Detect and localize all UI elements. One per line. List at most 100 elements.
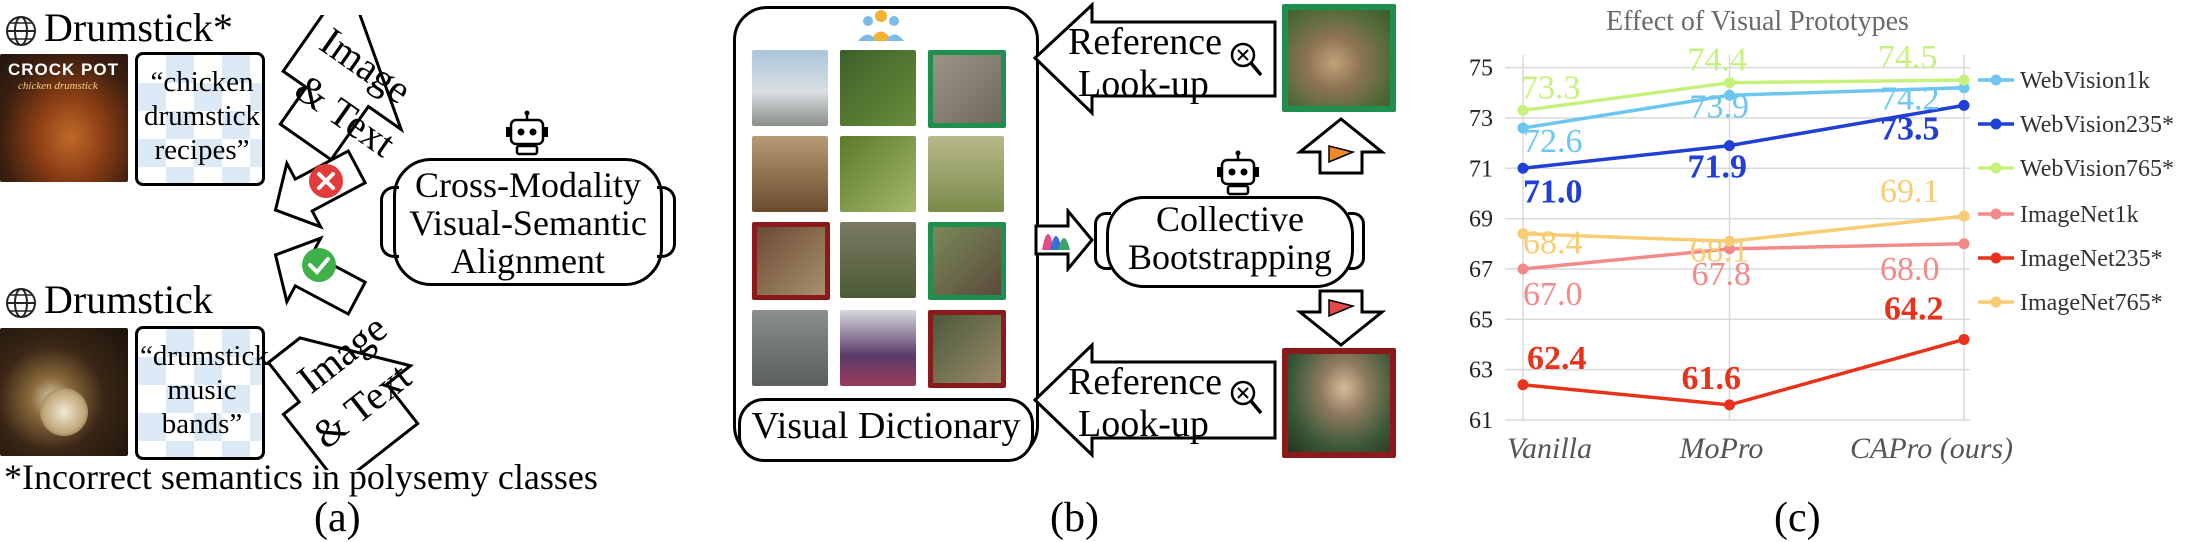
bottom-query-card — [135, 326, 265, 460]
reference-photo-fisherman — [1282, 348, 1396, 458]
lookup-arrow-bottom — [1032, 341, 1277, 459]
data-point — [1517, 228, 1529, 240]
legend-marker — [1990, 118, 2002, 130]
data-label: 69.1 — [1880, 173, 1940, 210]
check-icon — [302, 248, 336, 282]
alignment-line-2: Visual-Semantic — [409, 203, 647, 243]
data-label: 68.1 — [1690, 232, 1750, 269]
alignment-box — [393, 158, 663, 286]
data-label: 68.0 — [1880, 251, 1940, 288]
data-label: 67.0 — [1523, 276, 1583, 313]
dictionary-thumbnail — [840, 222, 916, 298]
legend-marker — [1990, 296, 2002, 308]
data-label: 74.5 — [1878, 39, 1938, 76]
dictionary-thumbnail — [928, 136, 1004, 212]
legend-label: ImageNet235* — [2020, 246, 2163, 272]
alignment-line-1: Cross-Modality — [414, 165, 641, 205]
top-query-line-3: recipes” — [154, 134, 250, 166]
image-text-arrow-top — [278, 15, 405, 162]
caption-b: (b) — [1050, 495, 1099, 541]
data-point — [1724, 399, 1735, 411]
top-query-card — [135, 52, 265, 186]
magnifier-icon — [1230, 380, 1263, 415]
y-tick-label: 67 — [1469, 257, 1493, 283]
robot-icon — [506, 110, 548, 156]
distribution-arrow — [1034, 208, 1094, 272]
magnifier-icon — [1230, 42, 1263, 77]
people-icon — [858, 10, 904, 41]
footnote: *Incorrect semantics in polysemy classes — [4, 457, 598, 497]
caption-c: (c) — [1774, 495, 1821, 541]
data-label: 73.5 — [1880, 110, 1940, 147]
lookup-bottom-line-1: Reference — [1068, 361, 1222, 403]
x-tick-label: Vanilla — [1507, 432, 1592, 465]
data-point — [1724, 89, 1735, 101]
data-label: 71.0 — [1523, 173, 1583, 210]
data-label: 73.9 — [1690, 88, 1750, 125]
top-query-line-2: drumstick — [144, 100, 260, 132]
dictionary-thumbnail — [928, 50, 1006, 128]
lookup-top-line-1: Reference — [1068, 21, 1222, 63]
data-label: 64.2 — [1884, 290, 1944, 327]
dictionary-thumbnail — [840, 310, 916, 386]
data-point — [1724, 243, 1735, 255]
x-tick-label: CAPro (ours) — [1850, 432, 2013, 465]
data-point — [1958, 99, 1970, 111]
top-query-line-1: “chicken — [150, 66, 254, 98]
data-point — [1517, 104, 1529, 116]
bottom-query-line-3: bands” — [161, 408, 243, 440]
y-tick-label: 71 — [1469, 156, 1493, 182]
data-point — [1958, 74, 1970, 86]
visual-dictionary-label-box — [738, 398, 1034, 462]
alignment-box-side-right — [657, 186, 676, 258]
data-point — [1517, 263, 1529, 275]
bootstrapping-box-side-right — [1348, 212, 1365, 270]
bootstrapping-box — [1106, 196, 1354, 288]
data-point — [1724, 235, 1735, 247]
y-tick-label: 69 — [1469, 207, 1493, 233]
chart-title: Effect of Visual Prototypes — [1606, 6, 1909, 37]
legend-label: ImageNet1k — [2020, 202, 2139, 228]
data-point — [1517, 162, 1529, 174]
y-tick-label: 75 — [1469, 56, 1493, 82]
bottom-query-line-2: music — [167, 374, 237, 406]
legend-label: WebVision765* — [2020, 156, 2174, 182]
caption-a: (a) — [314, 495, 361, 541]
data-label: 68.4 — [1523, 225, 1583, 262]
data-point — [1724, 77, 1735, 89]
legend-marker — [1990, 162, 2002, 174]
bottom-query-line-1: “drumstick — [140, 340, 269, 372]
data-label: 72.6 — [1523, 123, 1583, 160]
data-point — [1958, 82, 1970, 94]
bootstrapping-box-side-left — [1094, 212, 1111, 270]
robot-icon — [1217, 150, 1259, 196]
down-arrow — [1296, 289, 1386, 347]
reference-photo-cat — [1282, 4, 1396, 112]
globe-icon — [6, 288, 36, 318]
crock-pot-label: CROCK POT — [8, 60, 119, 79]
lookup-bottom-line-2: Look-up — [1078, 403, 1209, 445]
dictionary-thumbnail — [752, 310, 828, 386]
series-line — [1522, 337, 1965, 407]
drumsticks-photo — [0, 328, 128, 456]
data-point — [1724, 140, 1735, 152]
crock-pot-photo: CROCK POT chicken drumstick — [0, 54, 128, 182]
globe-icon — [6, 16, 36, 46]
cross-icon — [309, 164, 343, 198]
data-point — [1517, 379, 1529, 391]
dictionary-thumbnail — [752, 222, 830, 300]
data-label: 62.4 — [1527, 340, 1587, 377]
legend-label: WebVision1k — [2020, 68, 2150, 94]
data-label: 74.4 — [1688, 42, 1748, 79]
up-arrow — [1296, 117, 1386, 175]
lookup-arrow-top — [1032, 1, 1277, 117]
bottom-class-name: Drumstick — [44, 277, 213, 322]
y-tick-label: 65 — [1469, 307, 1493, 333]
data-label: 71.9 — [1688, 149, 1748, 186]
x-tick-label: MoPro — [1679, 432, 1764, 465]
data-label: 73.3 — [1521, 69, 1581, 106]
data-point — [1517, 122, 1529, 134]
legend-marker — [1990, 208, 2002, 220]
data-label: 67.8 — [1692, 256, 1752, 293]
dictionary-thumbnail — [752, 50, 828, 126]
